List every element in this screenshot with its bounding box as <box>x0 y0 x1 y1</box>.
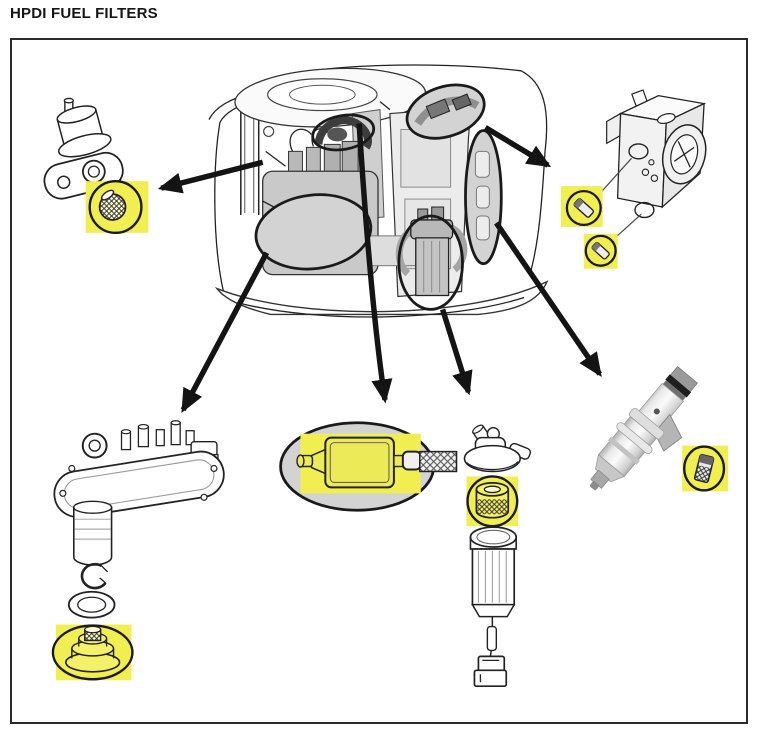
arrow-to-rail-block <box>483 125 552 168</box>
arrow-to-injector <box>494 221 602 378</box>
figure-frame <box>10 38 748 724</box>
engine-illustration <box>208 64 549 318</box>
callout-ellipse-fuel-filter <box>397 214 464 311</box>
page-title: HPDI FUEL FILTERS <box>10 5 158 22</box>
arrow-to-fuel-pump <box>157 159 264 194</box>
seal-ring <box>67 590 116 619</box>
fuel-rail-block <box>560 89 707 269</box>
sensor-lead-connector <box>473 616 508 688</box>
fuel-filters-diagram <box>43 64 728 688</box>
arrow-to-vapor-separator <box>180 251 270 414</box>
vapor-separator-assembly <box>51 420 225 681</box>
filter-head <box>463 424 532 473</box>
fuel-filter-element <box>475 482 510 519</box>
injector-oring <box>665 374 692 398</box>
fuel-injector-photo <box>590 366 728 492</box>
inline-fuel-filter <box>296 436 422 489</box>
injector-filter <box>693 453 715 484</box>
fuel-pump-assembly <box>43 97 149 235</box>
braided-hose <box>419 450 458 473</box>
inline-filter-callout <box>279 421 458 512</box>
fuel-pump-strainer <box>98 189 127 221</box>
fuel-filter-assembly <box>463 424 532 688</box>
pump-cylinder <box>72 500 113 566</box>
injector-connector <box>653 413 683 452</box>
filter-cup <box>469 526 518 618</box>
callout-arrows <box>157 123 602 414</box>
arrow-to-filter-assembly <box>440 308 473 396</box>
retaining-clip <box>80 562 107 590</box>
vapor-separator-filter <box>65 625 121 673</box>
callout-ellipse-vapor-separator <box>254 193 373 271</box>
bottom-cowl <box>214 280 549 316</box>
arrow-to-inline-filter <box>356 123 393 404</box>
